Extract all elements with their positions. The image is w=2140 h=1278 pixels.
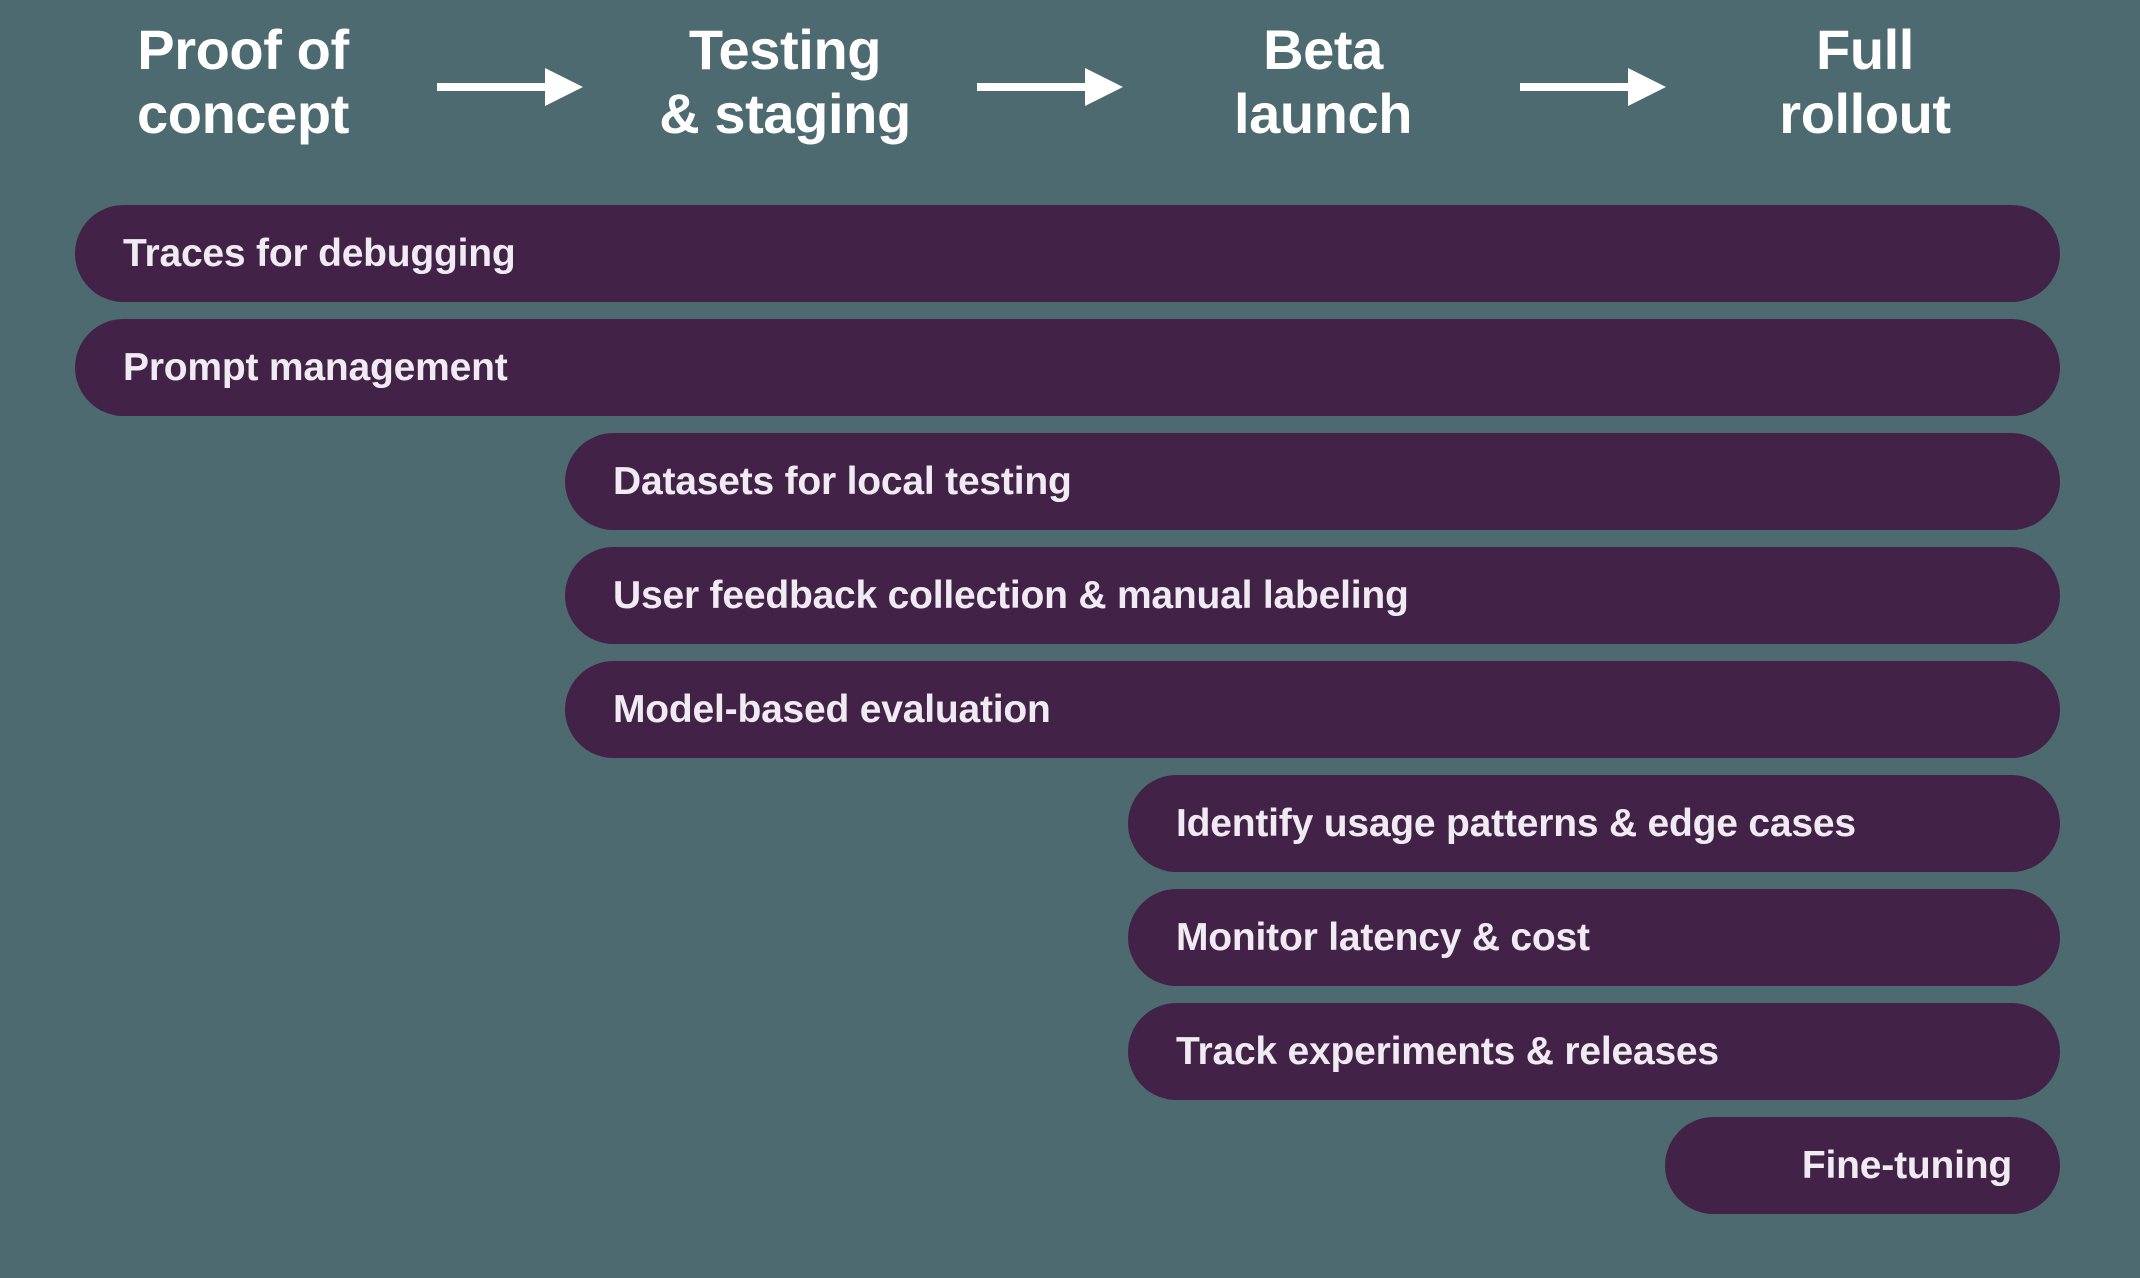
capability-pill-label: Prompt management [123, 345, 508, 389]
phase-header-proof-of-concept: Proof of concept [137, 18, 349, 145]
arrow-right-icon [437, 62, 587, 112]
capability-pill[interactable]: Model-based evaluation [565, 661, 2060, 758]
capability-pill[interactable]: Datasets for local testing [565, 433, 2060, 530]
capability-pill-label: Model-based evaluation [613, 687, 1051, 731]
capability-pill[interactable]: Traces for debugging [75, 205, 2060, 302]
arrow-right-icon [1520, 62, 1670, 112]
capability-pill-label: Fine-tuning [1801, 1143, 2012, 1187]
capability-pill-label: User feedback collection & manual labeli… [613, 573, 1409, 617]
capability-pill-label: Monitor latency & cost [1176, 915, 1590, 959]
capability-pill-label: Identify usage patterns & edge cases [1176, 801, 1856, 845]
capability-pill-label: Traces for debugging [123, 231, 516, 275]
phase-header-beta-launch: Beta launch [1233, 18, 1413, 145]
capability-pill[interactable]: Prompt management [75, 319, 2060, 416]
capability-pill[interactable]: Monitor latency & cost [1128, 889, 2060, 986]
capability-pill-label: Track experiments & releases [1176, 1029, 1719, 1073]
arrow-right-icon [977, 62, 1127, 112]
phase-header-testing-and-staging: Testing & staging [659, 18, 911, 145]
phase-header-full-rollout: Full rollout [1779, 18, 1951, 145]
capability-pill[interactable]: Track experiments & releases [1128, 1003, 2060, 1100]
capability-pill[interactable]: Identify usage patterns & edge cases [1128, 775, 2060, 872]
capability-pill-label: Datasets for local testing [613, 459, 1072, 503]
capability-pill[interactable]: Fine-tuning [1665, 1117, 2060, 1214]
capability-pill[interactable]: User feedback collection & manual labeli… [565, 547, 2060, 644]
